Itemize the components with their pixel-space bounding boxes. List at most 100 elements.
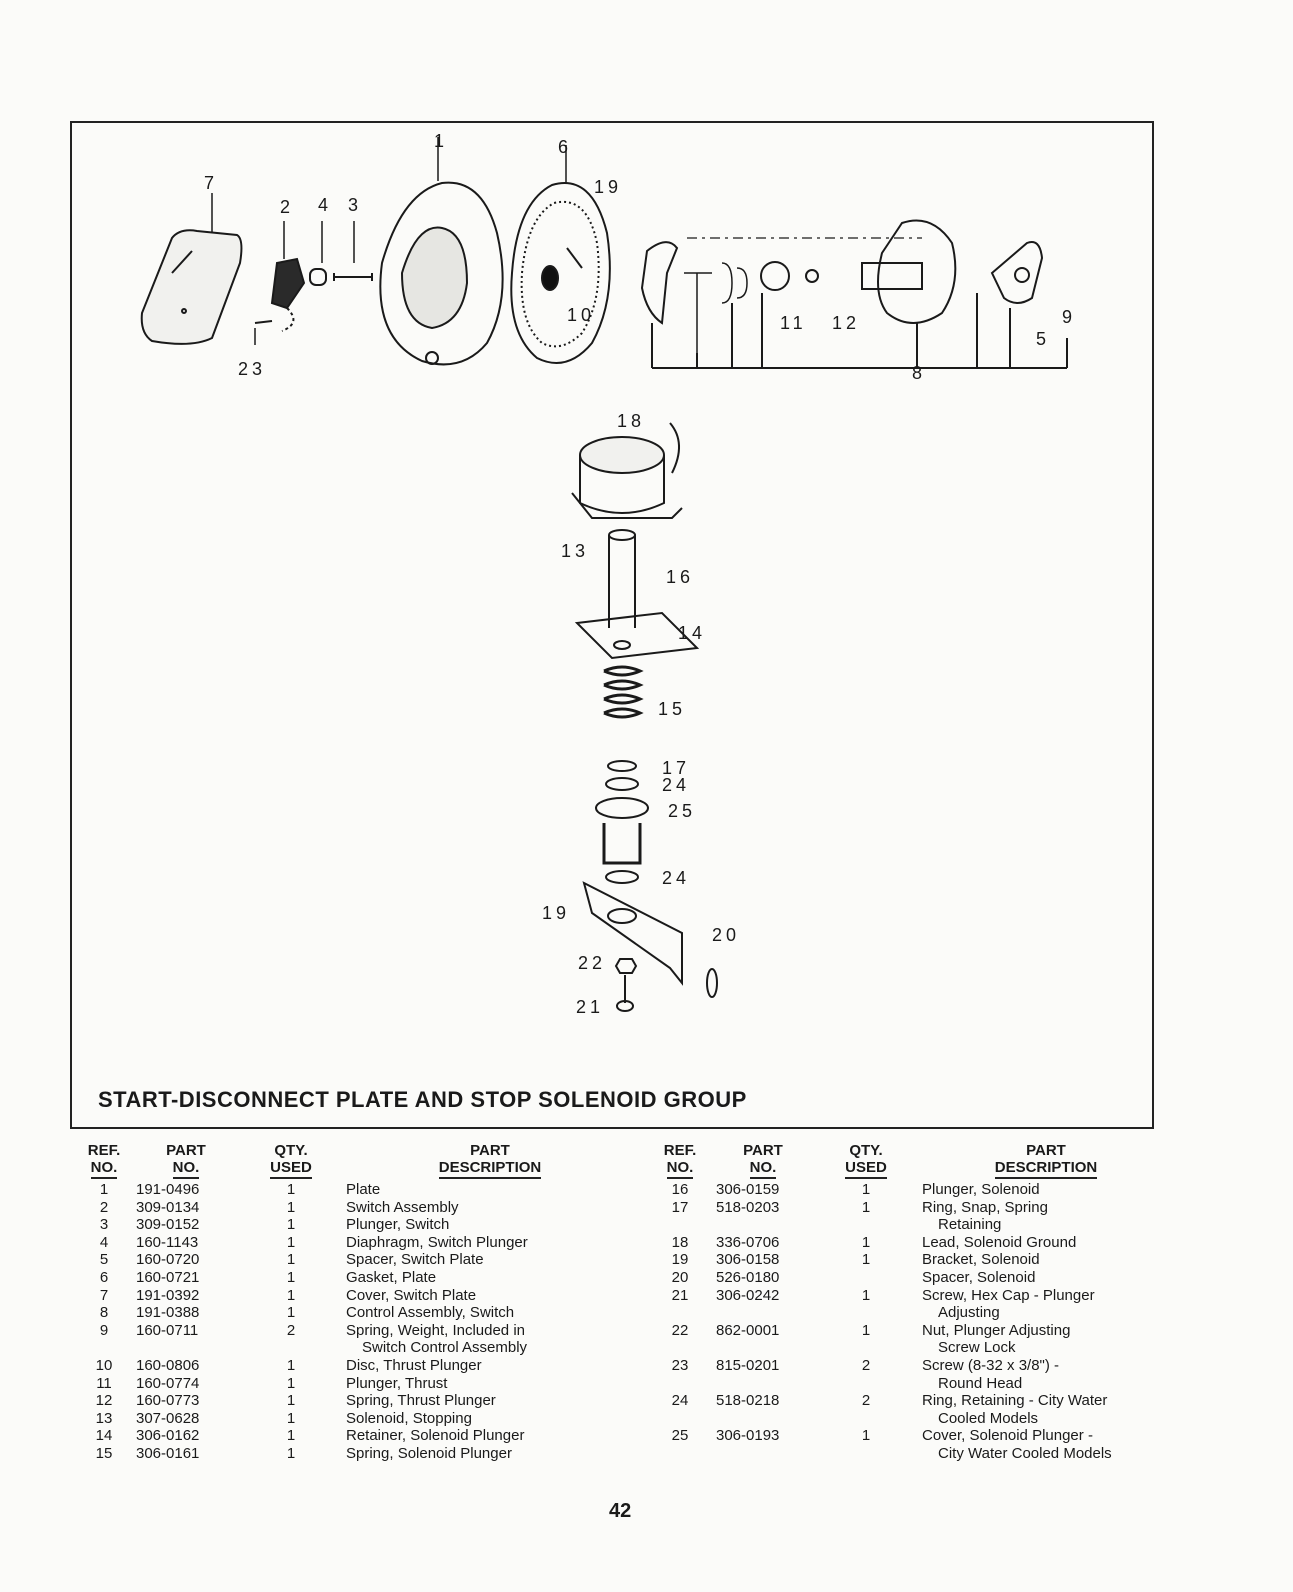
description-cell: Plunger, Switch	[340, 1216, 640, 1234]
part-no-cell: 518-0203	[716, 1198, 780, 1216]
header-ref-no: REF.NO.	[650, 1142, 710, 1181]
description-cell: Gasket, Plate	[340, 1269, 640, 1287]
ref-no-cell: 4	[99, 1233, 109, 1251]
callout-20: 20	[712, 925, 740, 945]
header-qty-used: QTY.USED	[242, 1142, 340, 1181]
qty-used-cell: 1	[286, 1427, 296, 1445]
callout-22: 22	[578, 953, 606, 973]
description-line: Plunger, Switch	[346, 1216, 450, 1234]
figure-callouts: 1 2 3 4 5 6 7 8 9 10 11 12 13 14 15 16 1…	[204, 131, 1072, 1017]
ref-no-cell: 25	[671, 1427, 689, 1445]
part-no-cell: 160-0773	[136, 1392, 200, 1410]
part-no-cell: 306-0162	[136, 1427, 200, 1445]
description-line: Spacer, Solenoid	[922, 1268, 1036, 1286]
qty-used-cell: 1	[286, 1374, 296, 1392]
callout-6: 6	[558, 137, 572, 157]
qty-used-cell: 1	[861, 1286, 871, 1304]
part-no-cell: 336-0706	[716, 1233, 780, 1251]
ref-no-cell: 9	[99, 1321, 109, 1339]
description-cell: Plunger, Solenoid	[916, 1181, 1176, 1199]
exploded-view-drawing: 1 2 3 4 5 6 7 8 9 10 11 12 13 14 15 16 1…	[140, 131, 1072, 1017]
qty-used-cell: 1	[286, 1356, 296, 1374]
description-cell: Retainer, Solenoid Plunger	[340, 1427, 640, 1445]
description-line: Plunger, Thrust	[346, 1374, 448, 1392]
callout-13: 13	[561, 541, 589, 561]
description-line: Lead, Solenoid Ground	[922, 1233, 1077, 1251]
callout-10: 10	[567, 305, 595, 325]
part-no-cell: 160-0806	[136, 1356, 200, 1374]
callout-8: 8	[912, 363, 926, 383]
part-no-cell: 862-0001	[716, 1321, 780, 1339]
part-no-cell: 526-0180	[716, 1268, 780, 1286]
description-cell: Plate	[340, 1181, 640, 1199]
ref-no-cell: 11	[96, 1374, 112, 1392]
description-cell: Bracket, Solenoid	[916, 1251, 1176, 1269]
ref-no-cell: 6	[99, 1268, 109, 1286]
qty-used-cell: 1	[286, 1233, 296, 1251]
plate-drawing	[379, 181, 504, 366]
switch-control-assembly-drawing	[640, 219, 1068, 369]
description-line: Ring, Snap, Spring	[922, 1198, 1048, 1216]
qty-used-cell: 1	[861, 1321, 871, 1339]
ref-no-cell: 23	[671, 1356, 689, 1374]
qty-used-cell: 1	[286, 1251, 296, 1269]
callout-17: 17	[662, 758, 690, 778]
ref-no-cell: 18	[671, 1233, 689, 1251]
description-line: Control Assembly, Switch	[346, 1304, 515, 1322]
callout-24-lower: 24	[662, 868, 690, 888]
callout-19-bottom: 19	[542, 903, 570, 923]
ref-no-cell: 14	[95, 1427, 113, 1445]
description-continuation: Retaining	[938, 1216, 1002, 1234]
description-continuation: City Water Cooled Models	[938, 1444, 1112, 1462]
qty-used-cell: 1	[861, 1251, 871, 1269]
callout-11: 11	[780, 313, 807, 333]
description-line: Cover, Solenoid Plunger -	[922, 1427, 1093, 1445]
ref-no-cell: 5	[99, 1251, 109, 1269]
part-no-cell: 191-0496	[136, 1181, 200, 1198]
description-cell: Spring, Thrust Plunger	[340, 1392, 640, 1410]
qty-used-cell: 2	[861, 1356, 871, 1374]
switch-plunger-drawing	[333, 273, 373, 281]
part-no-cell: 309-0152	[136, 1216, 200, 1234]
description-continuation: Screw Lock	[938, 1339, 1016, 1357]
qty-used-cell	[816, 1269, 916, 1287]
description-line: Retainer, Solenoid Plunger	[346, 1427, 525, 1445]
callout-4: 4	[318, 195, 332, 215]
description-continuation: Cooled Models	[938, 1409, 1039, 1427]
description-cell: Spring, Solenoid Plunger	[340, 1445, 640, 1463]
ref-no-cell: 24	[671, 1392, 689, 1410]
description-line: Spring, Solenoid Plunger	[346, 1444, 512, 1462]
part-no-cell: 191-0392	[136, 1286, 200, 1304]
description-cell: Plunger, Thrust	[340, 1375, 640, 1393]
table-row: 14 306-0162 1 Retainer, Solenoid Plunger	[78, 1427, 640, 1445]
qty-used-cell: 2	[286, 1321, 296, 1339]
description-cell: Solenoid, Stopping	[340, 1410, 640, 1428]
callout-14: 14	[678, 623, 706, 643]
qty-used-cell: 1	[286, 1216, 296, 1234]
ref-no-cell: 15	[95, 1444, 113, 1462]
ref-no-cell: 2	[99, 1198, 109, 1216]
description-line: Gasket, Plate	[346, 1268, 437, 1286]
part-no-cell: 518-0218	[716, 1392, 780, 1410]
description-cell: Spacer, Switch Plate	[340, 1251, 640, 1269]
